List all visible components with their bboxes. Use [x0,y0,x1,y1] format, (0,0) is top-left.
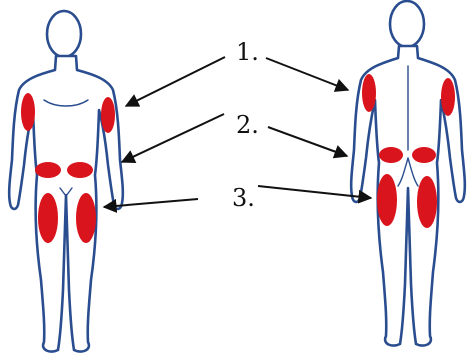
front-right-thigh-site [76,193,96,243]
front-right-abdomen-site [67,162,93,178]
back-left-thigh-site [377,174,397,226]
back-left-buttock-site [379,147,403,163]
arrow-1-back [266,58,348,90]
label-site-3: 3. [232,186,255,210]
back-head [390,1,424,47]
front-right-upper-arm-site [101,97,115,133]
front-left-abdomen-site [35,162,61,178]
back-body-figure [351,1,465,346]
front-left-upper-arm-site [21,93,35,131]
back-left-upper-arm-site [362,74,376,112]
front-body-figure [9,11,123,352]
back-right-buttock-site [412,147,436,163]
arrow-2-back [268,127,347,156]
label-site-2: 2. [236,113,259,137]
arrow-1-front [126,57,225,106]
front-left-thigh-site [38,193,58,243]
arrow-2-front [122,114,224,162]
back-right-thigh-site [417,176,437,228]
front-head [47,11,81,57]
back-right-upper-arm-site [441,78,455,116]
label-site-1: 1. [236,40,259,64]
